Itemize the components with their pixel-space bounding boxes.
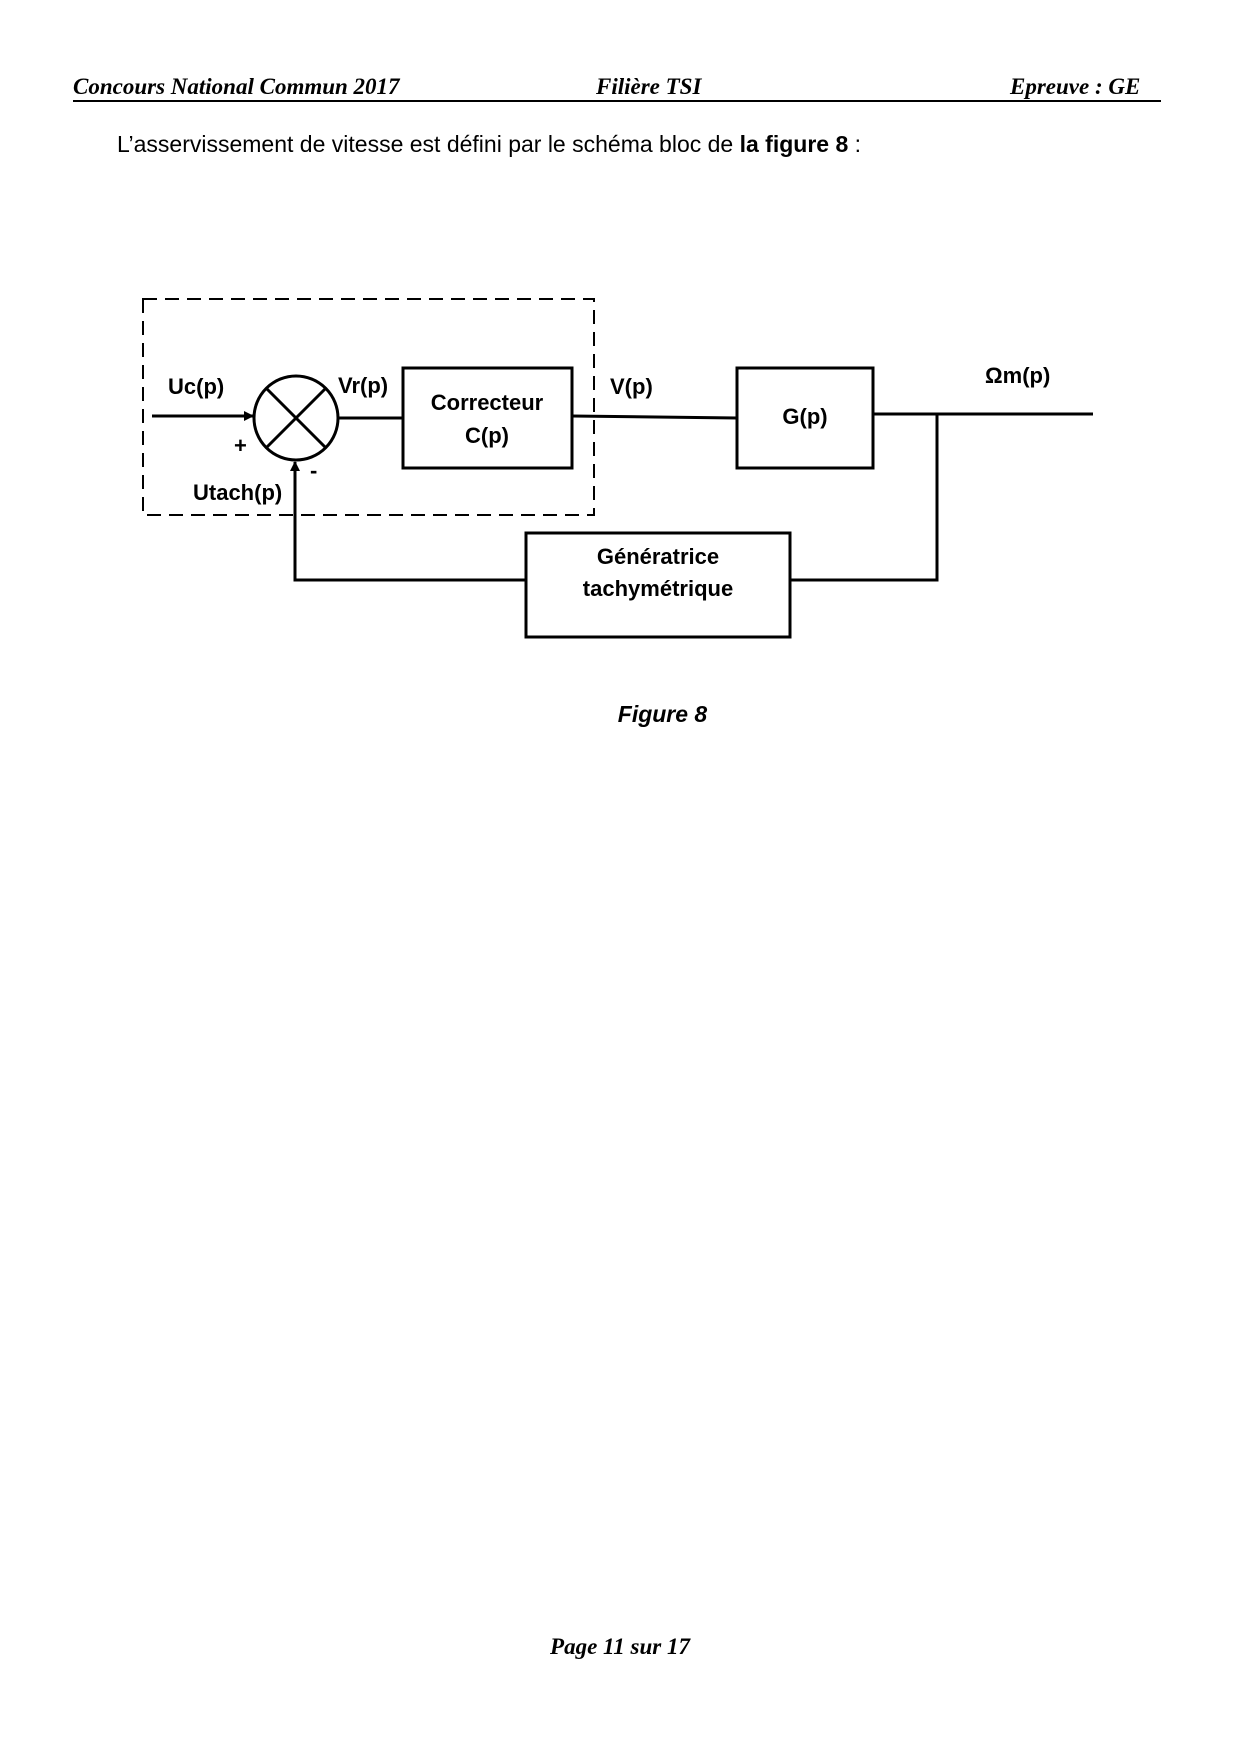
block-diagram: Uc(p) + - Utach(p) Vr(p) Correcteur C(p)…: [142, 298, 1093, 639]
dashed-enclosure: [142, 298, 595, 516]
header-left: Concours National Commun 2017: [73, 74, 400, 99]
error-label: Vr(p): [338, 373, 388, 398]
feedback-takeoff: [790, 414, 939, 582]
command-label: V(p): [610, 374, 653, 399]
corrector-label-2: C(p): [465, 423, 509, 448]
summing-junction: [252, 374, 340, 462]
header-right: Epreuve : GE: [1010, 74, 1141, 99]
corrector-block: [401, 366, 574, 470]
command-line: [571, 414, 738, 420]
intro-figure-ref: la figure 8: [739, 131, 849, 157]
header-center: Filière TSI: [596, 74, 702, 99]
corrector-label-1: Correcteur: [431, 390, 544, 415]
intro-text: L’asservissement de vitesse est défini p…: [117, 131, 740, 157]
tachometer-label-1: Génératrice: [597, 544, 719, 569]
output-label: Ωm(p): [985, 363, 1050, 388]
tachometer-label-2: tachymétrique: [583, 576, 733, 601]
intro-paragraph: L’asservissement de vitesse est défini p…: [117, 131, 861, 158]
input-label: Uc(p): [168, 374, 224, 399]
intro-suffix: :: [848, 131, 862, 157]
tachometer-block: [524, 531, 792, 639]
plant-label: G(p): [782, 404, 827, 429]
plus-sign: +: [234, 433, 247, 458]
minus-sign: -: [310, 458, 317, 483]
feedback-arrow: [290, 461, 526, 582]
page-number: Page 11 sur 17: [550, 1634, 690, 1659]
plant-block: [735, 366, 875, 470]
feedback-label: Utach(p): [193, 480, 282, 505]
figure-caption: Figure 8: [617, 701, 708, 727]
header-rule: [73, 100, 1161, 102]
